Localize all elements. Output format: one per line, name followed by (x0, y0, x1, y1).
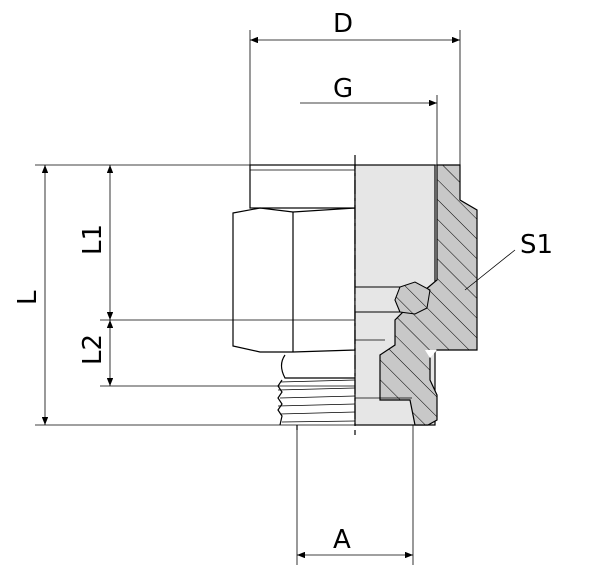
exterior-view (232, 164, 356, 430)
dimension-label-l: L (13, 290, 43, 305)
dimension-label-l2: L2 (78, 334, 108, 365)
section-view (354, 155, 478, 435)
dimension-lines (41, 36, 516, 559)
s1-leader-line (464, 249, 516, 291)
dimension-label-d: D (333, 9, 353, 39)
dimension-label-g: G (333, 74, 353, 104)
dimension-label-s1: S1 (520, 230, 553, 260)
dimension-label-a: A (333, 525, 351, 555)
dimension-label-l1: L1 (78, 224, 108, 255)
thread-lines (277, 379, 356, 426)
